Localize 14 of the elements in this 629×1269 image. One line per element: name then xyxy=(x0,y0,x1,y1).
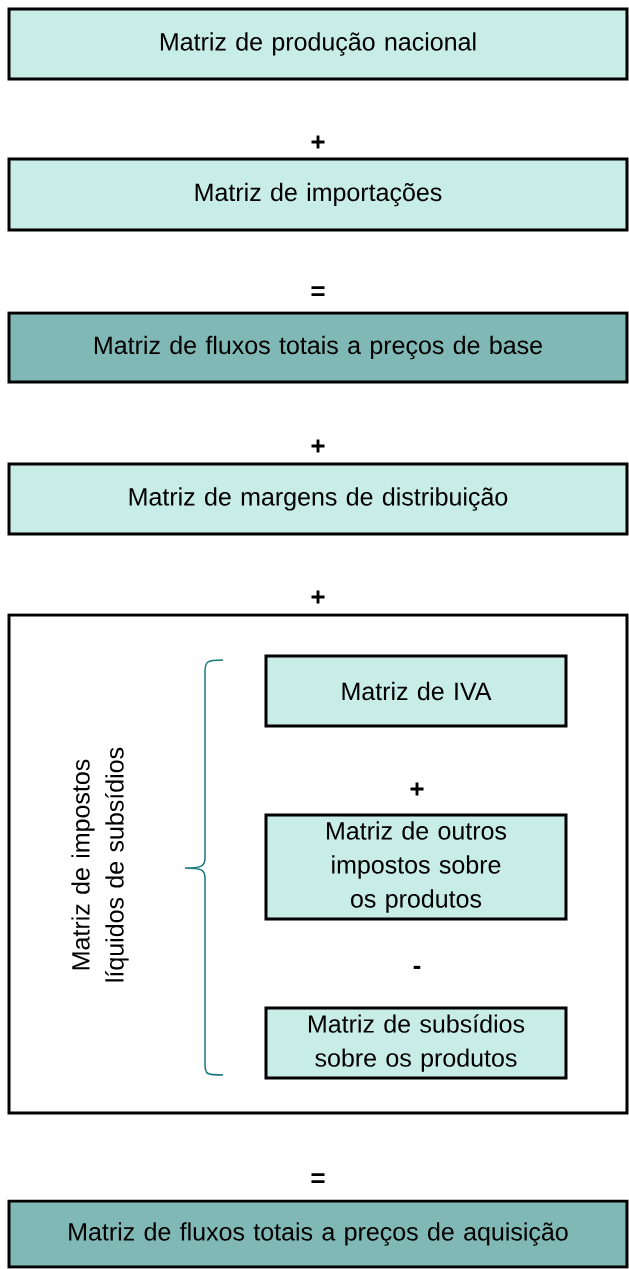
operator-sign: + xyxy=(311,439,325,453)
operator-sign: - xyxy=(413,965,421,969)
operator-sign: + xyxy=(410,782,424,796)
operator-sign: = xyxy=(311,286,325,297)
process-box: Matriz de outros impostos sobre os produtos xyxy=(264,813,568,921)
process-box: Matriz de fluxos totais a preços de base xyxy=(7,311,629,384)
process-box: Matriz de fluxos totais a preços de aquisição xyxy=(7,1199,629,1269)
operator-sign: + xyxy=(311,135,325,149)
process-box: Matriz de IVA xyxy=(264,654,568,728)
process-box: Matriz de margens de distribuição xyxy=(7,462,629,536)
operator-sign: + xyxy=(311,590,325,604)
process-box: Matriz de importações xyxy=(7,157,629,232)
process-box: Matriz de subsídios sobre os produtos xyxy=(264,1006,568,1080)
process-box: Matriz de produção nacional xyxy=(7,7,629,81)
